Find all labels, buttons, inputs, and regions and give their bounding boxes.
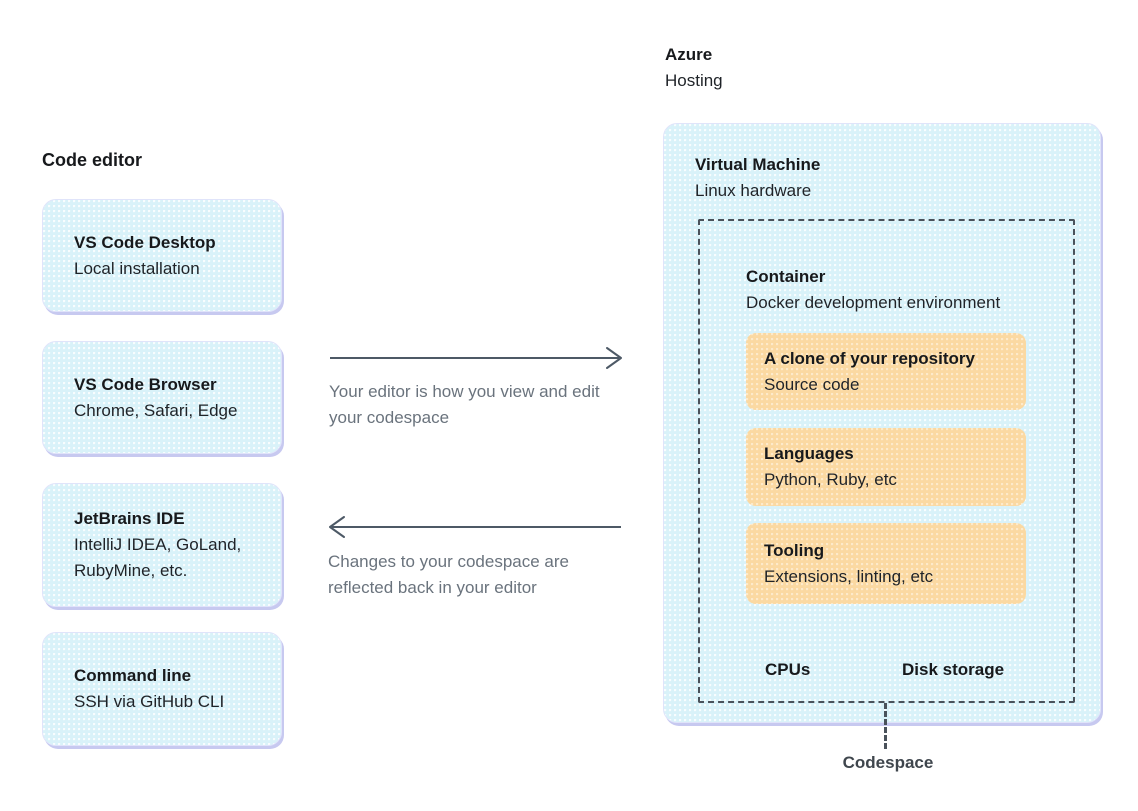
container-box-tooling: Tooling Extensions, linting, etc (746, 523, 1026, 604)
editor-box-jetbrains-ide: JetBrains IDE IntelliJ IDEA, GoLand, Rub… (42, 483, 282, 607)
container-subtitle: Docker development environment (746, 293, 1001, 312)
vm-header: Virtual Machine Linux hardware (695, 152, 820, 204)
resource-cpus-label: CPUs (765, 660, 811, 679)
backward-flow-caption: Changes to your codespace are reflected … (328, 552, 569, 597)
container-header: Container Docker development environment (746, 264, 1000, 316)
container-box-repository: A clone of your repository Source code (746, 333, 1026, 410)
box-title: VS Code Desktop (74, 232, 216, 252)
resource-disk-storage-label: Disk storage (902, 660, 1005, 679)
codespace-container-box (698, 219, 1075, 703)
box-subtitle: SSH via GitHub CLI (74, 692, 225, 711)
container-box-languages: Languages Python, Ruby, etc (746, 428, 1026, 506)
box-subtitle: IntelliJ IDEA, GoLand, RubyMine, etc. (74, 535, 242, 580)
vm-title: Virtual Machine (695, 155, 821, 174)
codespace-label: Codespace (842, 753, 934, 772)
box-subtitle: Python, Ruby, etc (764, 470, 897, 489)
virtual-machine-box: Virtual Machine Linux hardware (663, 123, 1101, 723)
arrow-left-icon (329, 516, 621, 538)
editor-box-vscode-desktop: VS Code Desktop Local installation (42, 199, 282, 312)
azure-header: Azure Hosting (665, 42, 723, 94)
codespace-connector-line (884, 703, 887, 749)
box-subtitle: Chrome, Safari, Edge (74, 400, 238, 420)
box-title: VS Code Browser (74, 374, 217, 394)
editor-box-command-line: Command line SSH via GitHub CLI (42, 632, 282, 746)
box-subtitle: Source code (764, 374, 860, 394)
box-title: Command line (74, 666, 192, 685)
azure-subtitle: Hosting (665, 71, 723, 90)
arrow-right-icon (330, 347, 622, 369)
box-title: Languages (764, 444, 854, 463)
forward-flow-caption: Your editor is how you view and edit you… (329, 382, 600, 427)
box-subtitle: Local installation (74, 258, 200, 278)
container-title: Container (746, 267, 826, 286)
vm-subtitle: Linux hardware (695, 181, 812, 200)
box-subtitle: Extensions, linting, etc (764, 566, 934, 586)
box-title: Tooling (764, 540, 825, 560)
box-title: A clone of your repository (764, 348, 975, 368)
box-title: JetBrains IDE (74, 509, 185, 528)
code-editor-heading: Code editor (42, 150, 143, 170)
azure-title: Azure (665, 45, 713, 64)
editor-box-vscode-browser: VS Code Browser Chrome, Safari, Edge (42, 341, 282, 454)
